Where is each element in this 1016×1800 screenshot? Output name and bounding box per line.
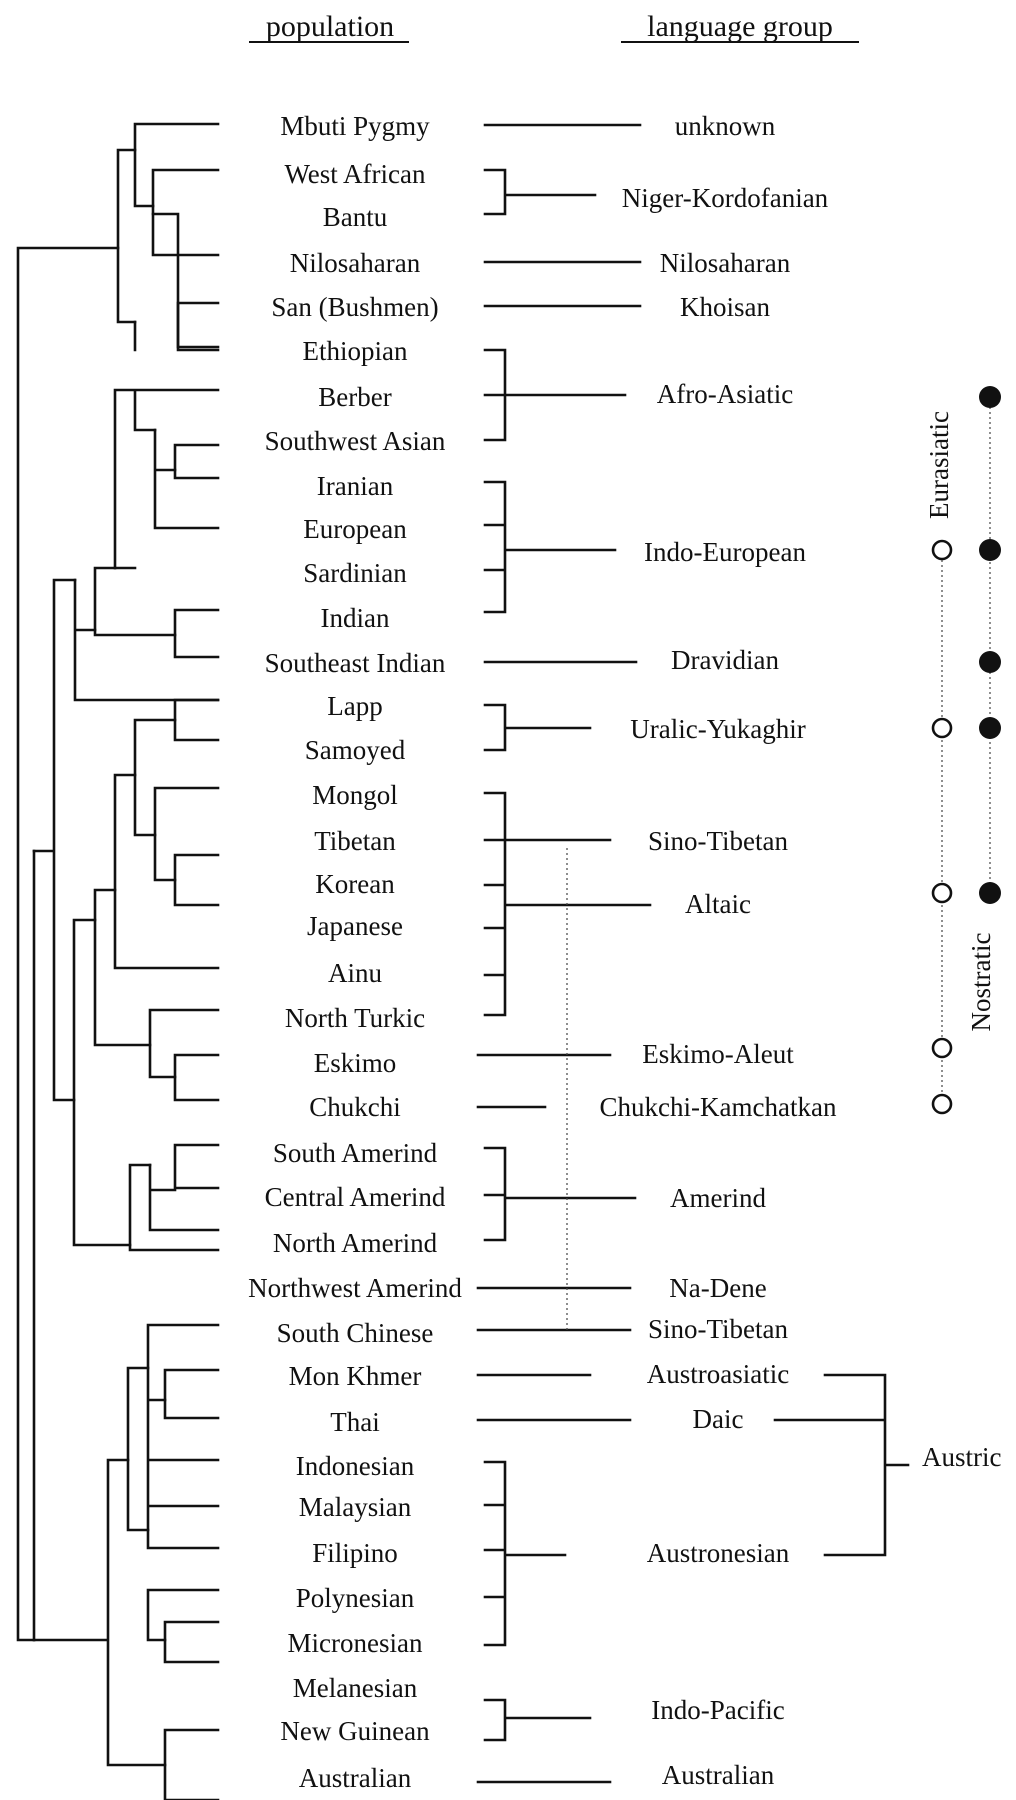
- population-label: Micronesian: [288, 1628, 423, 1658]
- language-group-label: Sino-Tibetan: [648, 826, 789, 856]
- population-label: Eskimo: [314, 1048, 397, 1078]
- population-label: Polynesian: [296, 1583, 415, 1613]
- population-label: West African: [284, 159, 426, 189]
- language-group-label: Nilosaharan: [660, 248, 791, 278]
- language-group-label: Na-Dene: [669, 1273, 766, 1303]
- language-group-label: Indo-Pacific: [651, 1695, 784, 1725]
- language-group-label: Dravidian: [671, 645, 779, 675]
- population-label: New Guinean: [280, 1716, 430, 1746]
- nostratic-marker-afro-asiatic: [979, 386, 1001, 408]
- population-label: Japanese: [307, 911, 403, 941]
- population-label: Melanesian: [293, 1673, 418, 1703]
- language-group-label: Austronesian: [647, 1538, 790, 1568]
- population-label: Mongol: [312, 780, 398, 810]
- language-group-label: Niger-Kordofanian: [622, 183, 829, 213]
- language-group-label: Khoisan: [680, 292, 770, 322]
- eurasiatic-marker-chukchi: [931, 1093, 953, 1115]
- nostratic-marker-dravidian: [979, 651, 1001, 673]
- population-label: Northwest Amerind: [248, 1273, 462, 1303]
- population-label: South Amerind: [273, 1138, 438, 1168]
- nostratic-marker-altaic: [979, 882, 1001, 904]
- eurasiatic-marker-uralic: [931, 717, 953, 739]
- nostratic-marker-indo-european: [979, 539, 1001, 561]
- population-label: San (Bushmen): [271, 292, 438, 322]
- language-group-label: Altaic: [685, 889, 751, 919]
- eurasiatic-label: Eurasiatic: [924, 411, 954, 519]
- population-label: Ainu: [328, 958, 383, 988]
- population-label: Australian: [299, 1763, 412, 1793]
- nostratic-label: Nostratic: [966, 933, 996, 1032]
- nostratic-marker-uralic: [979, 717, 1001, 739]
- population-label: Korean: [315, 869, 395, 899]
- population-label: South Chinese: [277, 1318, 434, 1348]
- language-group-label: Afro-Asiatic: [657, 379, 793, 409]
- population-label: Tibetan: [314, 826, 396, 856]
- population-labels: Mbuti Pygmy West African Bantu Nilosahar…: [248, 111, 462, 1793]
- population-label: Nilosaharan: [290, 248, 421, 278]
- language-group-label: Australian: [662, 1760, 775, 1790]
- population-label: Berber: [318, 382, 391, 412]
- population-label: Southwest Asian: [265, 426, 446, 456]
- language-group-label: Uralic-Yukaghir: [630, 714, 805, 744]
- eurasiatic-marker-eskimo-aleut: [931, 1037, 953, 1059]
- population-label: Indian: [321, 603, 390, 633]
- language-group-labels: unknown Niger-Kordofanian Nilosaharan Kh…: [600, 111, 837, 1790]
- population-label: Samoyed: [305, 735, 406, 765]
- language-group-label: Austroasiatic: [647, 1359, 789, 1389]
- language-group-header: language group: [647, 10, 833, 43]
- language-group-label: Eskimo-Aleut: [642, 1039, 794, 1069]
- population-label: Central Amerind: [265, 1182, 446, 1212]
- population-label: Ethiopian: [303, 336, 408, 366]
- population-label: Thai: [330, 1407, 379, 1437]
- population-header: population: [266, 10, 394, 43]
- eurasiatic-marker-altaic: [931, 882, 953, 904]
- language-group-label: unknown: [675, 111, 776, 141]
- population-label: Bantu: [323, 202, 388, 232]
- population-label: North Amerind: [273, 1228, 438, 1258]
- population-label: Indonesian: [296, 1451, 415, 1481]
- language-group-label: Indo-European: [644, 537, 806, 567]
- population-label: Lapp: [327, 691, 382, 721]
- language-group-label: Amerind: [670, 1183, 766, 1213]
- population-label: Mbuti Pygmy: [280, 111, 430, 141]
- population-label: Sardinian: [303, 558, 407, 588]
- superfamily-markers: [931, 386, 1001, 1115]
- population-label: Iranian: [317, 471, 394, 501]
- population-label: Mon Khmer: [289, 1361, 422, 1391]
- language-connectors: [476, 123, 910, 1784]
- population-label: Malaysian: [299, 1492, 412, 1522]
- language-group-label: Sino-Tibetan: [648, 1314, 789, 1344]
- austric-label: Austric: [922, 1442, 1002, 1472]
- population-label: Filipino: [312, 1538, 398, 1568]
- population-label: European: [303, 514, 407, 544]
- population-label: North Turkic: [285, 1003, 425, 1033]
- eurasiatic-marker-indo-european: [931, 539, 953, 561]
- population-label: Chukchi: [309, 1092, 401, 1122]
- phylogenetic-tree: [16, 122, 220, 1800]
- language-group-label: Chukchi-Kamchatkan: [600, 1092, 837, 1122]
- language-group-label: Daic: [693, 1404, 744, 1434]
- population-label: Southeast Indian: [265, 648, 446, 678]
